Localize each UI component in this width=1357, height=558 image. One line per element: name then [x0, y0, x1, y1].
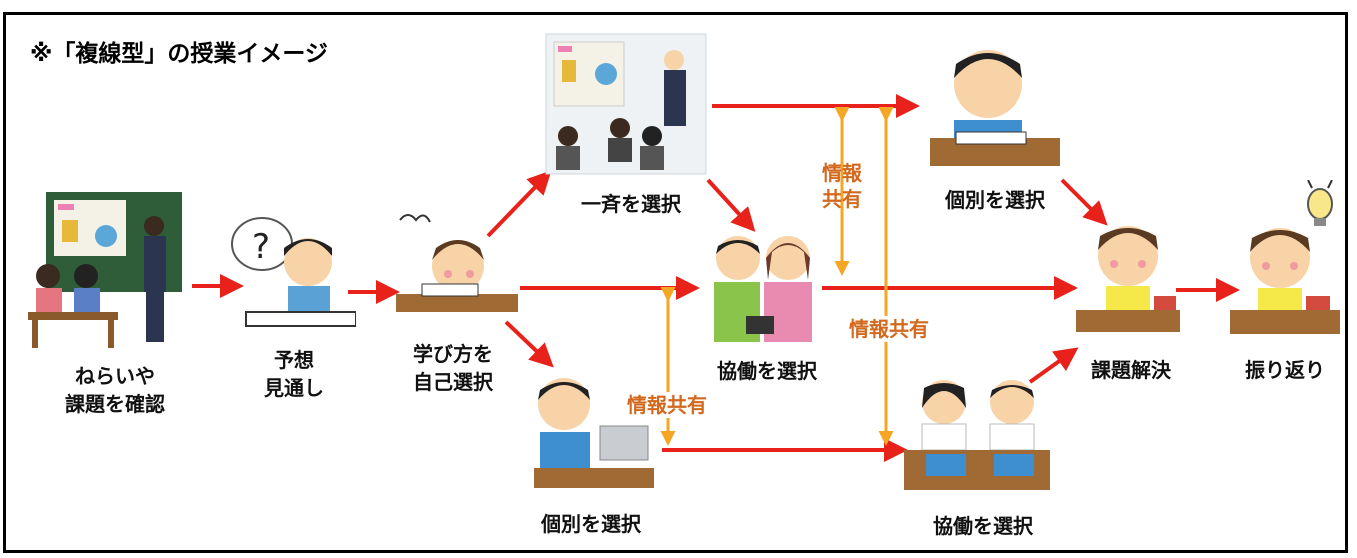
confused-student-icon: [396, 214, 518, 312]
arrow-choose-to-whole: [486, 170, 552, 238]
share-label-c: 情報共有: [834, 316, 944, 342]
thinking-student-icon: ?: [231, 217, 356, 327]
arrow-collab2-to-solve: [1028, 347, 1079, 384]
label-whole-select: 一斉を選択: [581, 192, 681, 216]
share-label-a-line2: 共有: [822, 187, 862, 211]
diagram-frame: [3, 12, 1348, 553]
lightbulb-student-icon: [1230, 180, 1340, 334]
share-label-a: 情報 共有: [812, 160, 872, 212]
share-label-a-line1: 情報: [822, 161, 862, 185]
lecture-class-icon: [545, 33, 707, 175]
label-indiv-select-1: 個別を選択: [541, 512, 641, 536]
label-solve: 課題解決: [1091, 358, 1171, 382]
arrow-indiv2-to-solve: [1060, 178, 1108, 226]
tablet-students-icon: [904, 380, 1050, 490]
svg-text:?: ?: [252, 227, 270, 267]
label-choose: 学び方を 自己選択: [388, 340, 518, 396]
pair-students-icon: [714, 236, 812, 342]
label-collab-select-2: 協働を選択: [933, 514, 1033, 538]
arrow-choose-to-indiv: [504, 320, 554, 368]
label-intro-line2: 課題を確認: [65, 392, 165, 416]
teacher-class-icon: [28, 192, 182, 348]
label-intro: ねらいや 課題を確認: [50, 362, 180, 418]
label-choose-line1: 学び方を: [413, 342, 493, 366]
label-predict-line2: 見通し: [264, 376, 324, 400]
label-indiv-select-2: 個別を選択: [945, 188, 1045, 212]
label-choose-line2: 自己選択: [413, 370, 493, 394]
arrow-whole-to-collab: [706, 178, 756, 232]
label-predict: 予想 見通し: [246, 346, 342, 402]
diagram-title: ※「複線型」の授業イメージ: [30, 41, 328, 67]
label-predict-line1: 予想: [274, 348, 314, 372]
label-reflect: 振り返り: [1245, 358, 1325, 382]
label-intro-line1: ねらいや: [75, 364, 155, 388]
smiling-student-icon: [1076, 226, 1180, 332]
label-collab-select-1: 協働を選択: [717, 359, 817, 383]
share-label-b: 情報共有: [612, 392, 722, 418]
focused-student-icon: [930, 50, 1060, 166]
laptop-student-icon: [534, 378, 654, 488]
